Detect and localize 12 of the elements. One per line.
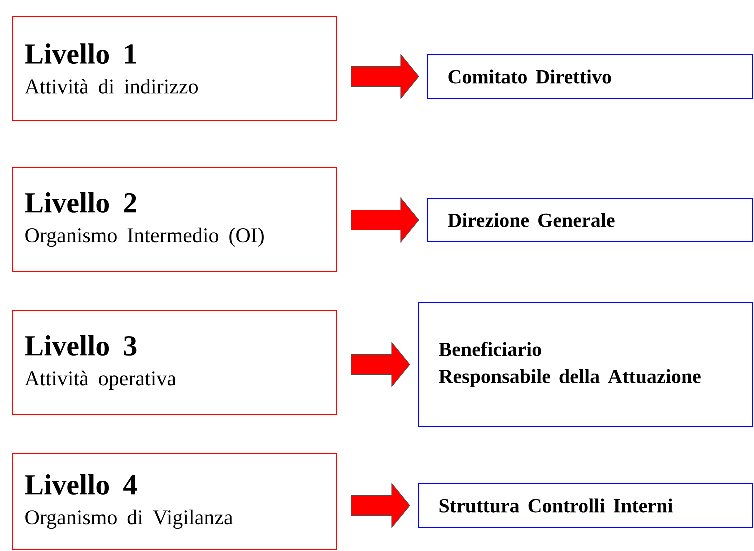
block-arrow: [351, 197, 420, 244]
level-box: Livello 2 Organismo Intermedio (OI): [12, 167, 338, 272]
block-arrow: [351, 342, 410, 388]
level-box: Livello 4 Organismo di Vigilanza: [12, 453, 338, 550]
level-box: Livello 3 Attività operativa: [12, 310, 338, 416]
role-box: Direzione Generale: [427, 198, 754, 242]
level-box: Livello 1 Attività di indirizzo: [12, 16, 338, 122]
role-box: Struttura Controlli Interni: [418, 483, 754, 528]
role-box: Comitato Direttivo: [427, 54, 754, 100]
role-box: Beneficiario Responsabile della Attuazione: [418, 302, 754, 428]
block-arrow: [351, 54, 420, 100]
block-arrow: [351, 482, 410, 529]
